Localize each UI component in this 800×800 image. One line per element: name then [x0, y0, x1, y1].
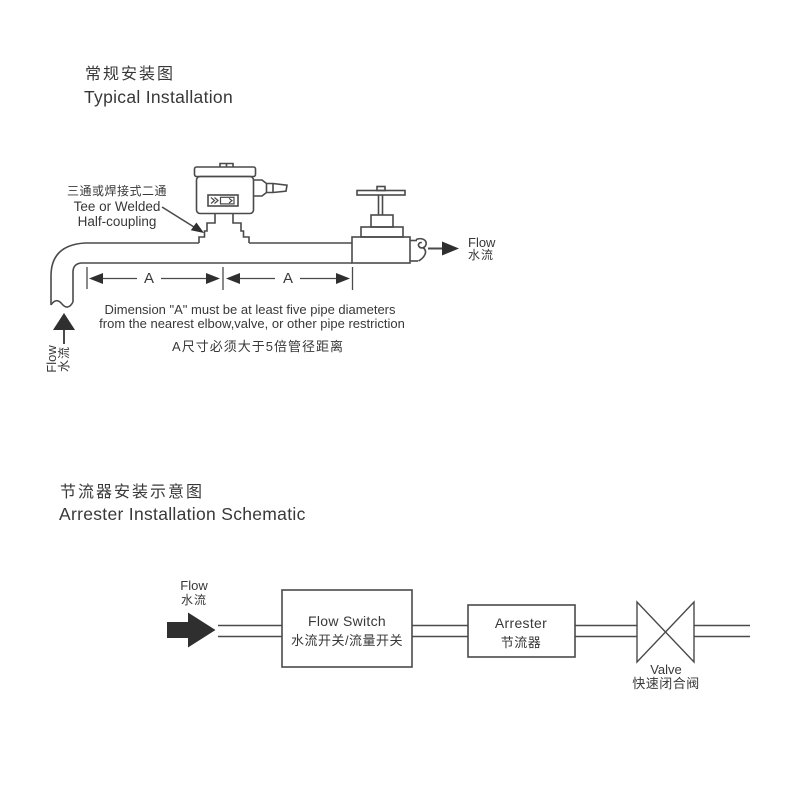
valve-symbol [636, 600, 695, 664]
valve-stem [377, 195, 384, 215]
flow-in-zh: 水流 [57, 346, 71, 373]
globe-valve [351, 185, 411, 264]
dimension-lines [86, 267, 354, 290]
valve-label-en: Valve [650, 662, 682, 677]
nameplate-chevron-right [228, 197, 233, 204]
cable-gland-collar [266, 182, 274, 194]
arrester-box [467, 604, 576, 658]
pipe-segment-2 [412, 624, 468, 638]
flow-out-en: Flow [468, 235, 496, 250]
dim-arrowhead-icon [206, 273, 220, 284]
schematic-pipes [218, 624, 750, 638]
flow-out-arrow-icon [428, 241, 459, 256]
flow-switch-label-zh: 水流开关/流量开关 [290, 633, 404, 648]
elbow-inner [72, 262, 82, 302]
dim-arrowhead-icon [89, 273, 103, 284]
elbow-outer [50, 242, 86, 305]
main-pipe [81, 242, 352, 264]
cable-gland-nut [253, 179, 268, 197]
outlet-stub [410, 237, 427, 262]
device-lid-tab [219, 162, 234, 167]
pipe-break-loop [415, 237, 427, 249]
arrester-label-en: Arrester [494, 615, 548, 631]
schematic-flow-en: Flow [180, 578, 208, 593]
pipe-break-bottom [50, 299, 74, 308]
valve-handle-bar [356, 189, 406, 196]
pipe-break-tail [418, 246, 427, 262]
tee-leader [161, 206, 204, 233]
schematic-flow-zh: 水流 [180, 593, 208, 607]
leader-line [161, 206, 195, 228]
nameplate-inner [219, 196, 235, 205]
dim-note-en2: from the nearest elbow,valve, or other p… [99, 316, 405, 331]
tee-label-en1: Tee or Welded [73, 199, 161, 214]
device-body [195, 175, 255, 215]
dim-label-right: A [282, 270, 294, 287]
arrester-label-zh: 节流器 [500, 635, 542, 650]
leader-arrowhead-icon [190, 222, 204, 233]
valve-shoulder [360, 226, 404, 238]
inlet-elbow [50, 242, 86, 308]
dim-label-left: A [143, 270, 155, 287]
arrester-title-en: Arrester Installation Schematic [59, 504, 306, 524]
flow-in-arrow-icon [53, 313, 75, 344]
pipe-segment-4 [694, 624, 750, 638]
tee-label: 三通或焊接式二通 Tee or Welded Half-coupling [67, 182, 167, 229]
flow-block-arrow-icon [167, 612, 216, 648]
dim-note-zh: A尺寸必须大于5倍管径距离 [172, 339, 344, 354]
schematic-flow-label: Flow 水流 [180, 578, 208, 608]
flow-out-label: Flow 水流 [468, 236, 495, 262]
nameplate-chevrons-left [210, 197, 219, 204]
dim-note-en1: Dimension "A" must be at least five pipe… [104, 302, 396, 317]
cable-conduit [272, 182, 288, 194]
dim-arrowhead-icon [336, 273, 350, 284]
dim-arrowhead-icon [226, 273, 240, 284]
device-nameplate [207, 194, 239, 207]
flow-in-label: Flow 水流 [44, 331, 71, 387]
valve-triangle-left [636, 600, 667, 664]
device-lid [193, 166, 257, 178]
valve-bonnet [370, 214, 394, 228]
valve-body [351, 236, 411, 264]
valve-triangle-right [664, 600, 695, 664]
arrester-title-zh: 节流器安装示意图 [60, 484, 205, 501]
typical-title-zh: 常规安装图 [85, 66, 176, 83]
tee-label-zh: 三通或焊接式二通 [66, 184, 168, 198]
tee-right-profile [232, 213, 250, 243]
flow-out-zh: 水流 [468, 248, 495, 262]
valve-label: Valve 快速闭合阀 [632, 663, 700, 691]
tee-fitting [198, 213, 250, 243]
pipe-segment-1 [218, 624, 282, 638]
flow-switch-label-en: Flow Switch [308, 613, 386, 629]
flow-switch-box [281, 589, 413, 668]
typical-title-en: Typical Installation [84, 87, 233, 107]
tee-left-profile [198, 213, 216, 243]
valve-label-zh: 快速闭合阀 [632, 676, 700, 691]
pipe-segment-3 [575, 624, 637, 638]
flow-switch-device [193, 162, 288, 215]
tee-label-en2: Half-coupling [77, 214, 157, 229]
